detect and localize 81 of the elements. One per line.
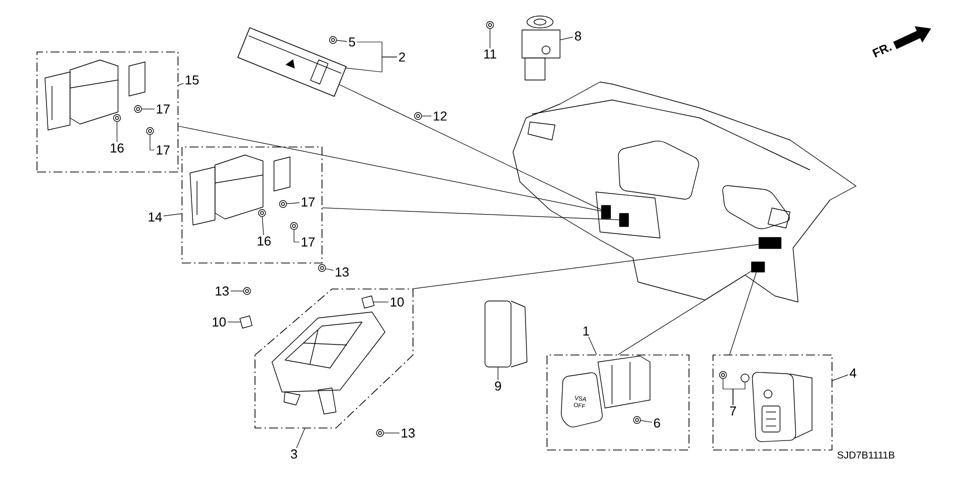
switch-slot: [758, 237, 782, 249]
leader-line: [230, 290, 244, 292]
screw-drawing: [329, 36, 337, 44]
callout-number: 11: [484, 50, 496, 58]
leader-line: [286, 202, 300, 204]
callout-number: 2: [399, 52, 405, 62]
group-frame: [182, 146, 322, 264]
callout-number: 3: [290, 449, 298, 459]
screw-drawing: [376, 429, 384, 437]
direction-label: FR.: [872, 44, 892, 58]
callout-number: 13: [216, 286, 229, 296]
leader-line: [116, 122, 118, 142]
screw-drawing: [113, 114, 121, 122]
leader-line: [618, 270, 752, 355]
clip-drawing: [362, 296, 374, 308]
callout-number: 8: [574, 31, 582, 41]
callout-number: 9: [495, 381, 501, 391]
switch-slot: [751, 262, 765, 272]
screw-drawing: [258, 209, 266, 217]
callout-number: 17: [302, 198, 315, 206]
screw-drawing: [290, 222, 298, 230]
leader-line: [178, 126, 602, 212]
leader-line: [384, 432, 400, 434]
callout-number: 17: [302, 238, 315, 246]
leader-line: [178, 82, 184, 86]
callout-number: 1: [583, 326, 589, 336]
callout-number: 13: [402, 428, 415, 438]
leader-line: [640, 420, 652, 423]
callout-number: 17: [156, 104, 170, 114]
leader-line: [142, 108, 155, 110]
callout-number: 10: [390, 297, 404, 307]
screw-drawing: [633, 416, 641, 424]
switch-slot: [601, 205, 611, 219]
screw-drawing: [486, 21, 494, 29]
callout-number: 16: [258, 236, 271, 246]
group-frame: [36, 52, 178, 172]
leader-line: [732, 382, 746, 406]
leader-line: [296, 428, 306, 448]
clip-drawing: [240, 316, 252, 328]
group-frame: [712, 354, 832, 450]
callout-number: 5: [348, 37, 356, 47]
cover-drawing: [484, 300, 528, 368]
callout-number: 13: [336, 267, 349, 277]
leader-line: [336, 40, 348, 42]
leader-line: [832, 374, 848, 381]
callout-number: 14: [148, 212, 162, 222]
group-frame: [546, 354, 690, 450]
leader-line: [588, 336, 597, 355]
leader-line: [150, 134, 155, 150]
callout-number: 12: [434, 111, 447, 121]
leader-line: [322, 208, 620, 220]
callout-number: 7: [730, 406, 736, 416]
screw-drawing: [719, 371, 727, 379]
leader-line: [729, 272, 757, 355]
callout-number: 16: [110, 143, 124, 153]
screw-drawing: [318, 264, 326, 272]
ring-drawing: [740, 374, 750, 382]
callout-number: 4: [850, 368, 856, 378]
callout-number: 17: [156, 146, 170, 154]
switch-drawing: [237, 27, 347, 97]
screw-drawing: [134, 105, 142, 113]
leader-line: [325, 268, 334, 271]
switch-slot: [619, 213, 629, 227]
dashboard-drawing: [512, 82, 856, 302]
screw-drawing: [146, 127, 154, 135]
leader-line: [413, 244, 759, 289]
group-frame: [254, 288, 414, 428]
screw-drawing: [279, 200, 287, 208]
leader-line: [163, 213, 182, 216]
callout-number: 10: [212, 317, 226, 327]
leader-line: [356, 42, 398, 58]
leader-line: [560, 36, 574, 40]
leader-line: [294, 230, 300, 242]
switch-drawing: [522, 16, 560, 80]
callout-number: 6: [654, 418, 660, 428]
drawing-code: SJD7B1111B: [838, 451, 894, 459]
callout-number: 15: [186, 75, 199, 85]
leader-line: [262, 216, 264, 236]
screw-drawing: [243, 287, 251, 295]
screw-drawing: [414, 112, 422, 120]
leader-line: [339, 84, 602, 210]
